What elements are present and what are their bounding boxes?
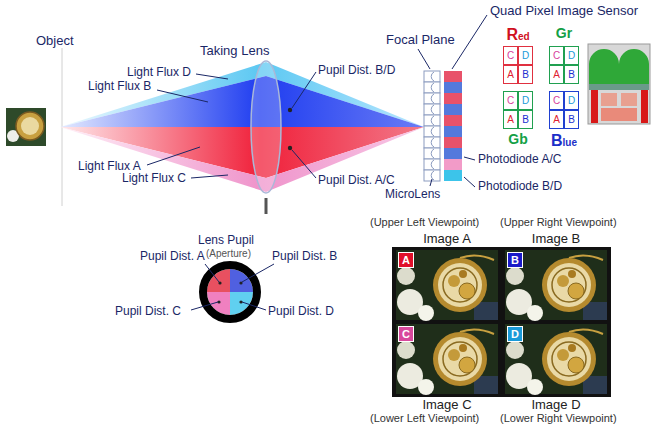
text-label: Light Flux D (127, 66, 191, 80)
text-label: Pupil Dist. A (140, 250, 205, 264)
group-heading: Red (506, 26, 529, 44)
text-label: Lens Pupil (198, 234, 254, 248)
image-tile: Image AA (396, 250, 498, 320)
microlens-column (424, 71, 440, 181)
pixel-cell: A (503, 65, 518, 84)
text-label: (Upper Left Viewpoint) (370, 216, 479, 229)
viewpoint-badge: A (398, 252, 414, 268)
cell-letter: C (507, 96, 514, 106)
text-label: MicroLens (385, 188, 440, 202)
text-label: Object (36, 34, 74, 49)
text-label: Pupil Dist. C (115, 305, 181, 319)
viewpoint-image (396, 324, 498, 395)
viewpoint-badge: C (398, 326, 414, 342)
pixel-cell: C (549, 91, 564, 110)
text-label: (Aperture) (206, 248, 251, 260)
cell-letter: D (522, 51, 529, 61)
pixel-group: GbCDAB (503, 91, 533, 129)
cell-letter: B (568, 115, 575, 125)
cell-letter: D (522, 96, 529, 106)
badge-letter: B (511, 255, 519, 266)
cell-letter: B (522, 70, 529, 80)
aperture-stop (265, 198, 268, 214)
viewpoint-image (505, 250, 607, 321)
text-label: Pupil Dist. B/D (318, 64, 395, 78)
badge-letter: D (511, 329, 519, 340)
cell-letter: C (507, 51, 514, 61)
cell-letter: A (553, 70, 560, 80)
pixel-cell: C (503, 46, 518, 65)
group-heading: Blue (551, 132, 577, 150)
image-heading: Image C (422, 398, 471, 413)
pixel-cell: B (564, 110, 579, 129)
pixel-group: RedCDAB (503, 46, 533, 84)
pupil-dot (288, 108, 292, 112)
group-heading: Gr (556, 26, 572, 41)
pixel-cell: B (518, 110, 533, 129)
cell-letter: C (553, 96, 560, 106)
pixel-cell: C (549, 46, 564, 65)
viewpoint-badge: B (507, 252, 523, 268)
text-label: (Lower Left Viewpoint) (370, 412, 479, 425)
badge-letter: C (402, 329, 410, 340)
cell-letter: B (522, 115, 529, 125)
pixel-cell: D (518, 91, 533, 110)
pixel-cell: D (518, 46, 533, 65)
text-label: (Lower Right Viewpoint) (500, 412, 617, 425)
cell-letter: A (507, 70, 514, 80)
text-label: Pupil Dist. B (272, 250, 337, 264)
pixel-cell: A (503, 110, 518, 129)
cell-letter: D (568, 51, 575, 61)
cell-letter: B (568, 70, 575, 80)
viewpoint-image (396, 250, 498, 321)
cell-letter: A (553, 115, 560, 125)
object-picture (6, 108, 46, 146)
text-label: Photodiode A/C (478, 153, 561, 167)
text-label: (Upper Right Viewpoint) (500, 216, 617, 229)
group-heading: Gb (508, 132, 527, 147)
image-heading: Image B (532, 232, 580, 247)
cell-letter: D (568, 96, 575, 106)
pixel-cell: D (564, 46, 579, 65)
image-tile: Image BB (505, 250, 607, 320)
pixel-cell: B (564, 65, 579, 84)
image-tile: Image CC (396, 324, 498, 394)
text-label: Light Flux B (88, 80, 151, 94)
image-frame (392, 247, 611, 397)
pixel-group: BlueCDAB (549, 91, 579, 129)
sensor-cross-section (588, 44, 650, 124)
taking-lens (251, 61, 281, 193)
pixel-group: GrCDAB (549, 46, 579, 84)
light-flux (60, 62, 424, 192)
text-label: Quad Pixel Image Sensor (490, 4, 638, 19)
text-label: Photodiode B/D (478, 180, 562, 194)
cell-letter: A (507, 115, 514, 125)
text-label: Focal Plane (386, 33, 455, 48)
viewpoint-badge: D (507, 326, 523, 342)
image-heading: Image A (423, 232, 471, 247)
pixel-cell: D (564, 91, 579, 110)
image-tile: Image DD (505, 324, 607, 394)
pixel-cell: B (518, 65, 533, 84)
photodiode-column (444, 71, 462, 181)
pixel-cell: A (549, 110, 564, 129)
pupil-dot (288, 146, 292, 150)
viewpoint-image (505, 324, 607, 395)
lens-pupil (203, 265, 257, 319)
text-label: Light Flux C (122, 172, 186, 186)
text-label: Taking Lens (200, 44, 269, 59)
pixel-cell: C (503, 91, 518, 110)
pixel-cell: A (549, 65, 564, 84)
text-label: Pupil Dist. D (268, 305, 334, 319)
text-label: Pupil Dist. A/C (318, 174, 395, 188)
cell-letter: C (553, 51, 560, 61)
badge-letter: A (402, 255, 410, 266)
image-heading: Image D (531, 398, 580, 413)
